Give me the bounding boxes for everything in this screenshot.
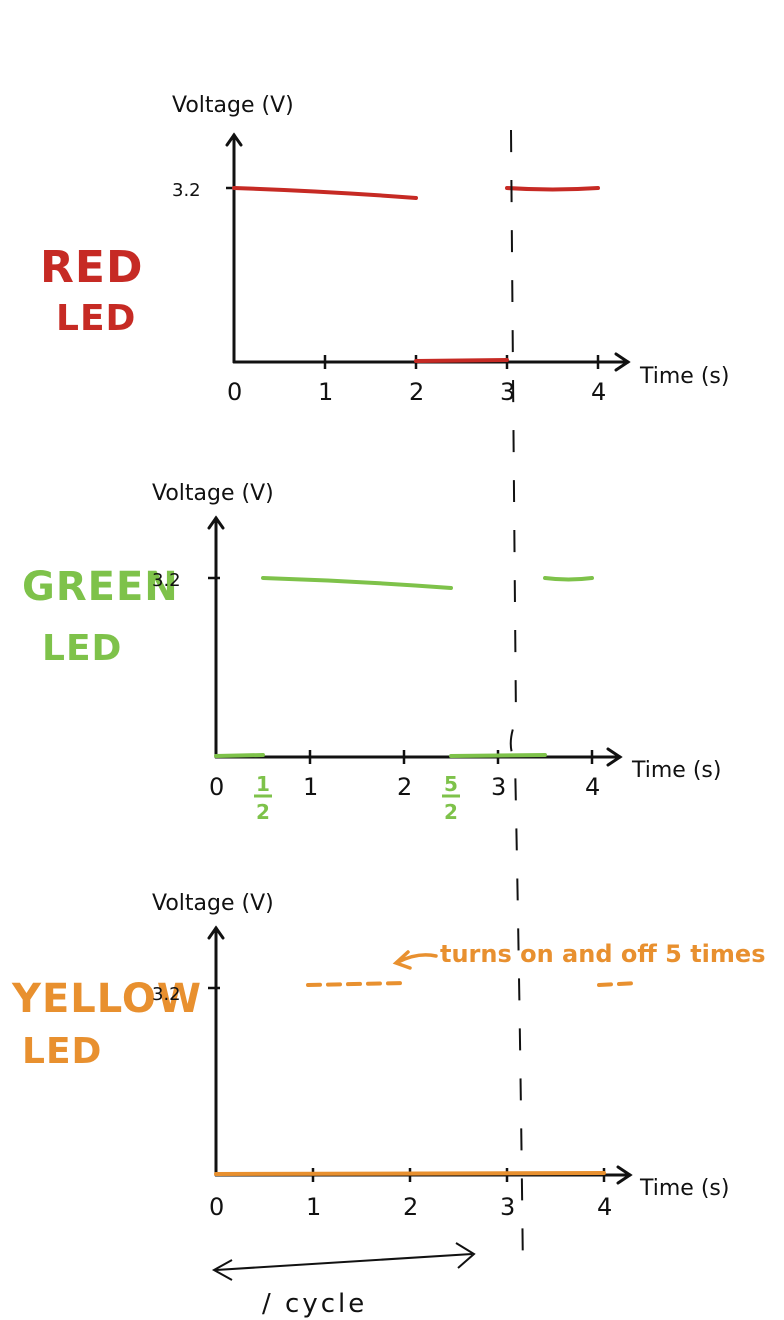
chart2-x-axis-label: Time (s) xyxy=(631,758,721,783)
chart3-signal-high-dashed xyxy=(306,981,407,987)
chart2-x-tick-label: 4 xyxy=(585,773,600,801)
chart3-x-axis-label: Time (s) xyxy=(639,1176,729,1201)
chart3-x-tick-label: 1 xyxy=(306,1193,321,1221)
chart3-led-label: LED xyxy=(22,1031,102,1072)
cycle-arrow-right-head xyxy=(455,1242,476,1269)
chart1-led-label: LED xyxy=(56,298,136,339)
chart3-led-label: YELLOW xyxy=(11,976,202,1022)
chart1-y-arrowhead xyxy=(225,132,243,147)
chart2-signal-high xyxy=(261,576,453,590)
chart2-fraction-denominator: 2 xyxy=(256,800,270,824)
chart3-signal-low xyxy=(214,1171,606,1176)
chart2-fraction-numerator: 5 xyxy=(444,772,458,796)
chart2-fraction-numerator: 1 xyxy=(256,772,270,796)
cycle-arrow-left-head xyxy=(211,1259,233,1281)
dashed-marker-line xyxy=(509,129,524,1276)
chart3-y-axis-label: Voltage (V) xyxy=(152,891,274,916)
chart2-signal-high xyxy=(543,576,594,582)
chart1-y-axis-label: Voltage (V) xyxy=(172,93,294,118)
chart1-signal-high xyxy=(232,186,418,200)
cycle-label: / cycle xyxy=(262,1289,367,1319)
chart3-x-tick-label: 3 xyxy=(500,1193,515,1221)
chart1-x-tick-label: 2 xyxy=(409,378,424,406)
chart2-signal-low xyxy=(449,753,547,758)
chart2-x-tick-label: 1 xyxy=(303,773,318,801)
chart2-led-label: LED xyxy=(42,628,122,669)
chart1-x-tick-label: 4 xyxy=(591,378,606,406)
chart1-x-tick-label: 1 xyxy=(318,378,333,406)
chart1-x-axis-label: Time (s) xyxy=(639,364,729,389)
chart1-led-label: RED xyxy=(40,242,143,293)
chart2-led-label: GREEN xyxy=(22,564,179,610)
chart2-x-tick-label: 3 xyxy=(491,773,506,801)
chart2-y-axis-label: Voltage (V) xyxy=(152,481,274,506)
chart2-x-tick-label: 2 xyxy=(397,773,412,801)
chart1-signal-high xyxy=(505,186,600,192)
chart3-x-tick-label: 2 xyxy=(403,1193,418,1221)
chart2-signal-low xyxy=(214,753,265,758)
cycle-arrow-line xyxy=(215,1253,473,1271)
chart1-x-tick-label: 3 xyxy=(500,378,515,406)
chart2-x-tick-label: 0 xyxy=(209,773,224,801)
chart1-y-tick-label: 3.2 xyxy=(172,180,201,201)
chart3-x-tick-label: 4 xyxy=(597,1193,612,1221)
chart3-annotation: turns on and off 5 times xyxy=(440,940,765,968)
chart3-annotation-arrowhead xyxy=(392,950,412,970)
chart2-y-tick-label: 3.2 xyxy=(152,570,181,591)
chart2-y-arrowhead xyxy=(207,515,225,530)
chart2-x-arrowhead xyxy=(606,747,623,767)
chart2-fraction-denominator: 2 xyxy=(444,800,458,824)
chart1-x-tick-label: 0 xyxy=(227,378,242,406)
chart3-y-arrowhead xyxy=(207,925,225,940)
chart3-x-arrowhead xyxy=(616,1165,633,1185)
chart3-x-tick-label: 0 xyxy=(209,1193,224,1221)
chart1-signal-low xyxy=(414,358,509,363)
chart1-x-arrowhead xyxy=(614,352,631,372)
chart3-y-tick-label: 3.2 xyxy=(152,984,181,1005)
chart3-signal-high-dashed xyxy=(597,981,640,987)
